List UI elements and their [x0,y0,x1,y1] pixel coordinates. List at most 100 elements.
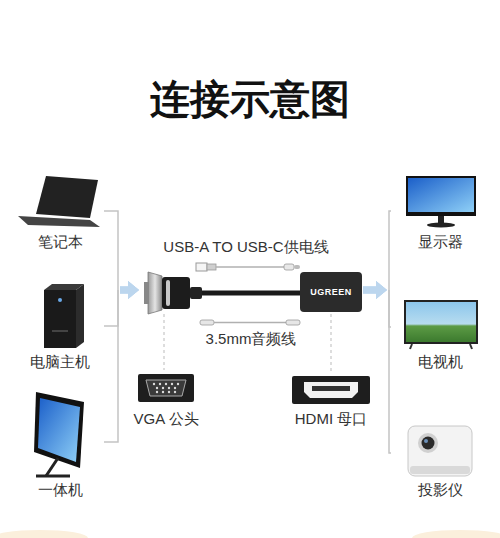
usb-c-body [284,264,294,270]
device-label: 电视机 [391,352,489,372]
projector-body [408,426,472,476]
vga-screw [166,280,170,306]
pin [153,383,155,385]
vga-shell [148,272,162,314]
device-label: 投影仪 [391,480,489,500]
projector-lens-ring [418,433,438,453]
pin [171,383,173,385]
tv-frame [404,300,478,344]
arrow-shaft [363,287,378,294]
device-label: 笔记本 [16,232,104,252]
leader-line [331,314,332,372]
device-node: 笔记本 [16,170,104,252]
part-label: USB-A TO USB-C供电线 [163,237,328,257]
bracket-line [104,290,118,442]
arrow-head [128,281,139,299]
aio-frame [34,392,84,468]
monitor-base [427,223,455,228]
monitor-icon [406,176,476,228]
vga-port-icon [138,374,194,402]
leader-line [164,314,165,370]
laptop-screen [36,176,98,218]
device-node: 电视机 [391,282,489,372]
bracket-line [389,290,391,453]
audio-cable [200,320,300,325]
pin [174,391,176,393]
pc-icon [44,284,84,348]
pin [174,387,176,389]
vga-relief [190,287,202,299]
monitor-screen [408,178,474,212]
projector-glint [424,439,428,443]
pin [156,391,158,393]
bracket-line [104,290,118,326]
connector [104,281,139,326]
monitor-frame [406,176,476,216]
hdmi-port-icon [292,376,370,404]
aio-icon [34,392,84,476]
device-node: 显示器 [391,170,489,252]
pin [162,387,164,389]
device-label: 电脑主机 [16,352,104,372]
aio-stand [46,458,58,476]
aio-base [36,475,70,478]
pin [177,383,179,385]
adapter-box: UGREEN [140,262,362,318]
usb-wire [216,266,284,268]
tv-foot [470,344,472,349]
device-label: 一体机 [16,480,104,500]
vga-mold [162,277,190,309]
tv-icon [404,300,478,349]
pin [165,383,167,385]
pin [168,387,170,389]
device-label: 显示器 [391,232,489,252]
decor-blob [412,530,500,538]
connector [104,211,139,299]
arrow-shaft [363,287,378,294]
connector [363,281,391,453]
usb-a-body [207,264,216,270]
pc-slot [52,330,68,332]
connector [363,211,391,299]
pin [156,387,158,389]
hdmi-port-hole [304,382,358,398]
adapter-box [300,272,362,312]
diagram-title: 连接示意图 [0,74,500,124]
audio-wire [214,322,286,324]
aio-screen [38,398,80,462]
laptop-base [18,216,100,227]
decor-blob [0,530,88,538]
part-label: VGA 公头 [133,409,198,429]
part-label: HDMI 母口 [295,409,368,429]
pin [168,391,170,393]
arrow-head [376,281,387,299]
laptop-icon [18,176,100,227]
device-node: 投影仪 [391,406,489,500]
arrow-head [128,281,139,299]
audio-plug [286,320,300,325]
pc-led [58,298,62,302]
projector-icon [408,426,472,476]
tv-screen [406,302,476,342]
arrow-shaft [363,287,378,294]
hdmi-port-tongue [312,386,350,391]
usb-cable [196,263,300,271]
device-node: 电脑主机 [16,280,104,372]
usb-a-plug [196,263,207,271]
usb-c-plug [294,265,300,269]
tv-foot [410,344,412,349]
vga-pins [144,282,149,304]
bracket-line [389,211,391,290]
bracket-line [104,211,118,290]
arrow-head [376,281,387,299]
vga-port-frame [138,374,194,402]
adapter-cable [202,291,300,296]
pc-front [44,290,76,348]
brand-label: UGREEN [300,287,362,298]
pc-side [76,284,84,348]
arrow-head [128,281,139,299]
hdmi-port-frame [292,376,370,404]
device-node: 一体机 [16,384,104,500]
adapter-illustration [144,272,362,314]
